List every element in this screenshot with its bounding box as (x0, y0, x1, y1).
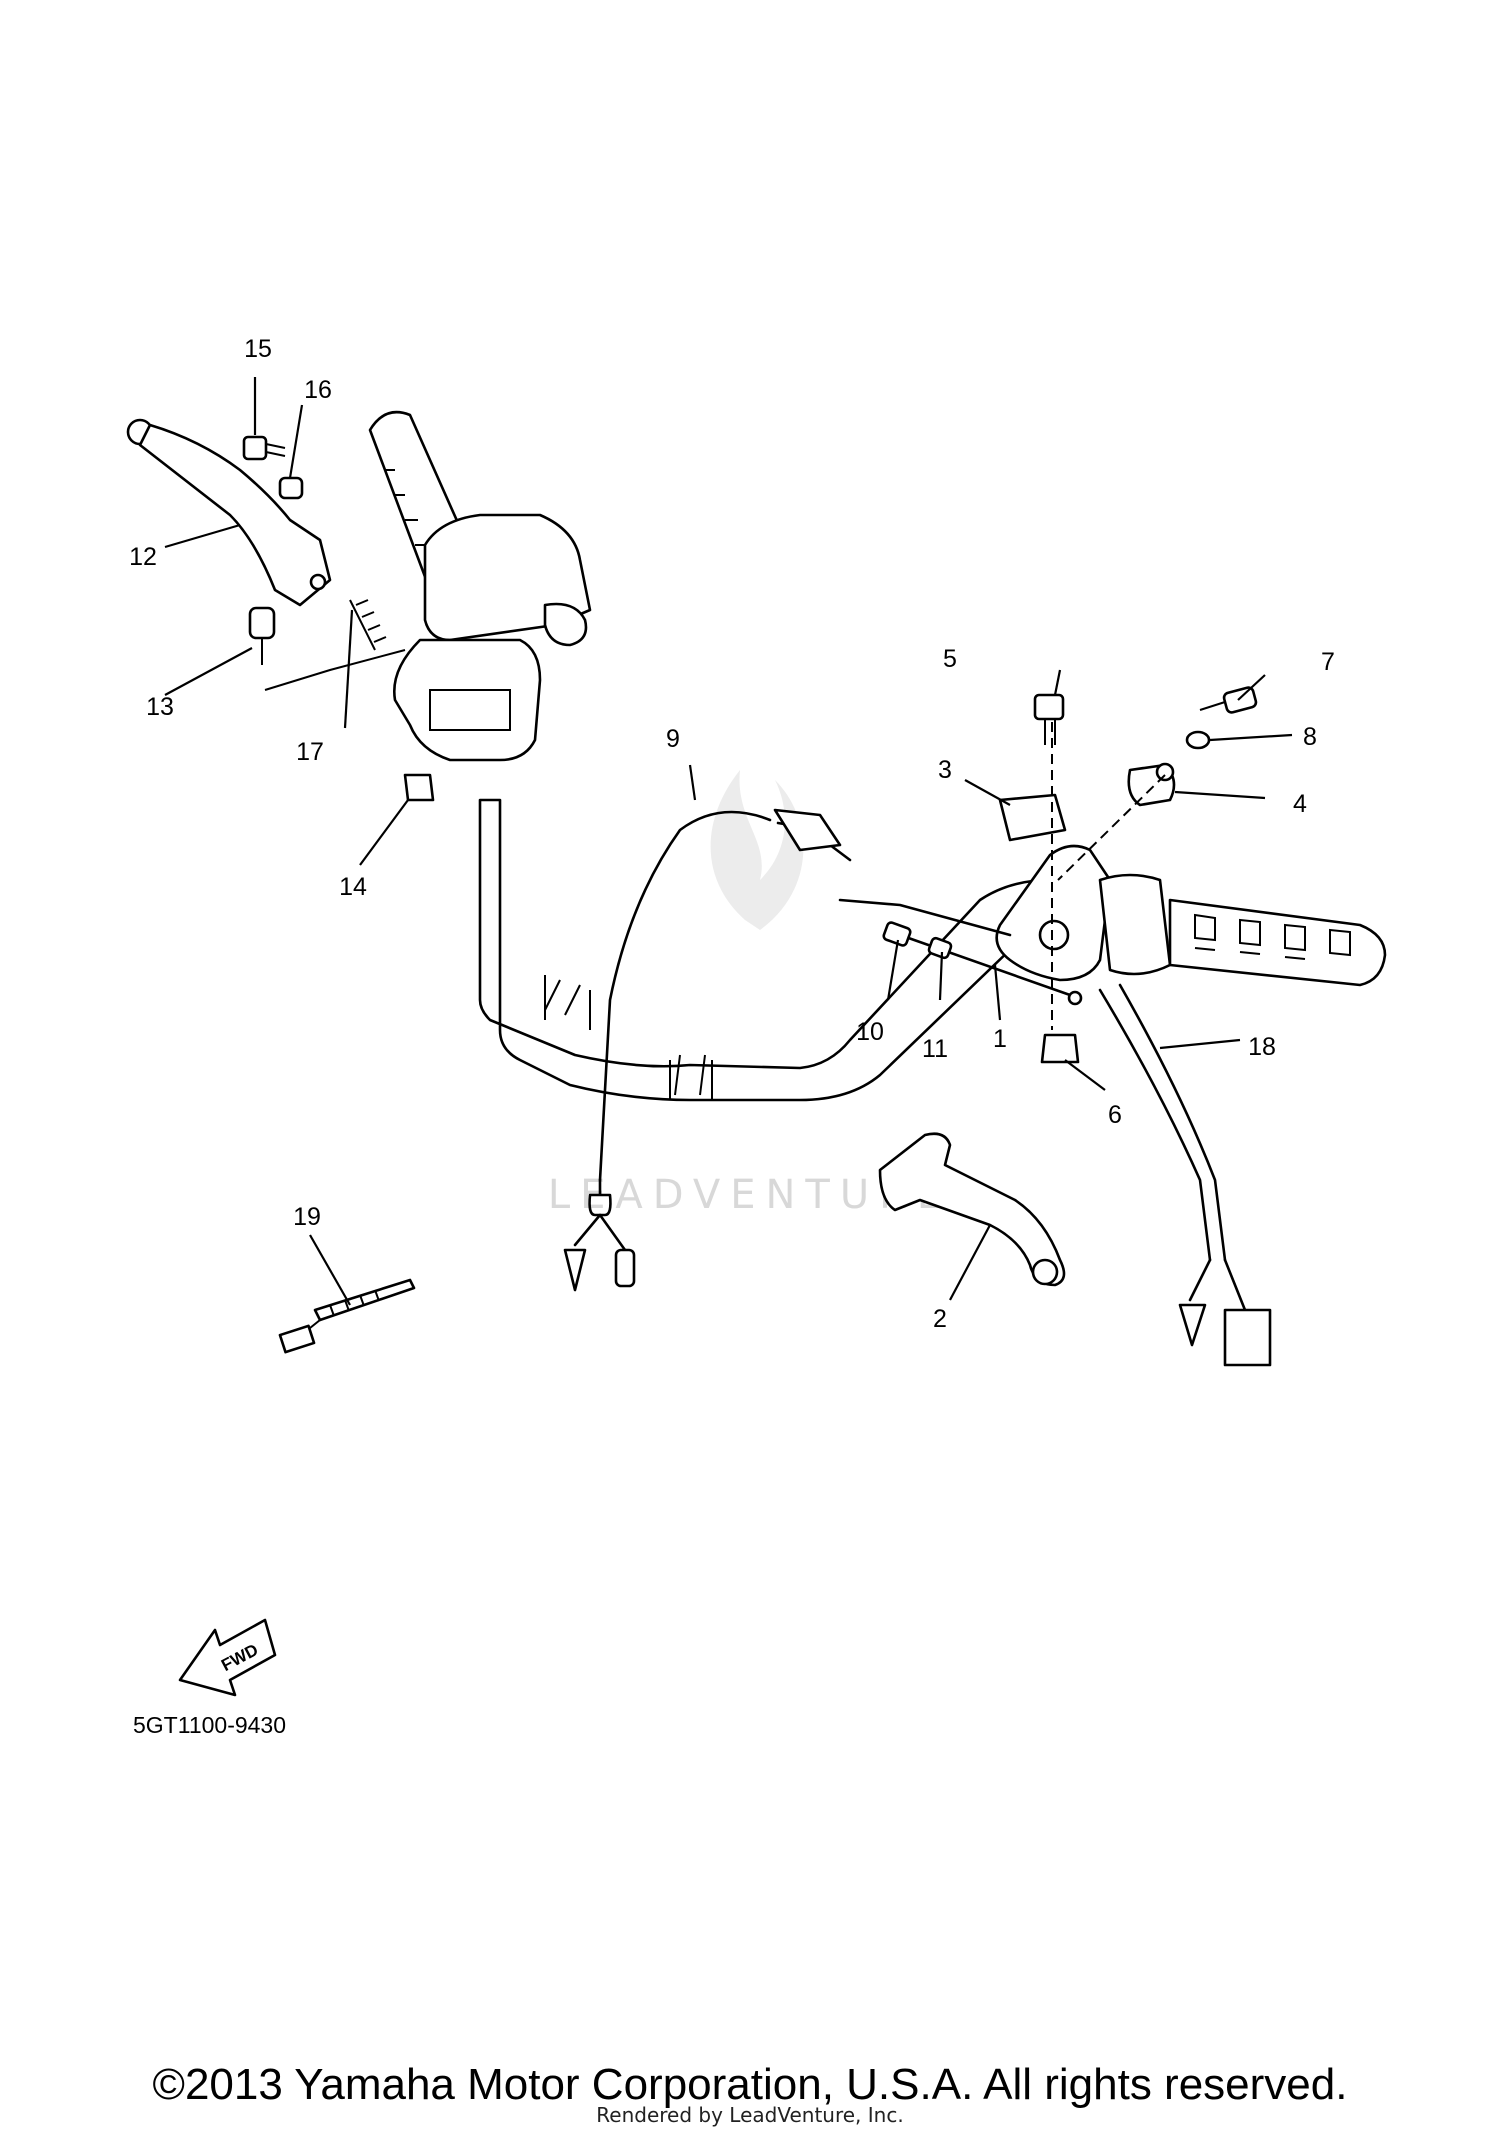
cable-tie (278, 1278, 416, 1354)
right-small-parts (998, 686, 1258, 1064)
fwd-arrow-icon: FWD (178, 1618, 277, 1697)
callout-1: 1 (993, 1025, 1007, 1053)
callout-4: 4 (1293, 790, 1307, 818)
front-brake-lever (126, 418, 332, 607)
callout-6: 6 (1108, 1101, 1122, 1129)
right-switch-cable (1098, 983, 1272, 1367)
rear-brake-lever (878, 1132, 1066, 1287)
callout-14: 14 (339, 873, 367, 901)
adjuster-cable (838, 898, 1083, 1006)
callout-10: 10 (856, 1018, 884, 1046)
callout-5: 5 (943, 645, 957, 673)
callout-7: 7 (1321, 648, 1335, 676)
copyright-notice: ©2013 Yamaha Motor Corporation, U.S.A. A… (152, 2060, 1348, 2109)
callout-2: 2 (933, 1305, 947, 1333)
callout-11: 11 (922, 1035, 948, 1063)
callout-12: 12 (129, 543, 157, 571)
leader-lines (164, 377, 1293, 1306)
watermark-text: LEADVENTURE (548, 1172, 952, 1218)
rendered-by-notice: Rendered by LeadVenture, Inc. (596, 2103, 904, 2127)
callout-16: 16 (304, 376, 332, 404)
callout-13: 13 (146, 693, 174, 721)
callout-17: 17 (296, 738, 324, 766)
callout-9: 9 (666, 725, 680, 753)
left-grip-assembly (368, 410, 592, 762)
callout-19: 19 (293, 1203, 321, 1231)
callout-15: 15 (244, 335, 272, 363)
callout-8: 8 (1303, 723, 1317, 751)
callout-3: 3 (938, 756, 952, 784)
brake-switch-cable (563, 808, 852, 1292)
leadventure-watermark: LEADVENTURE (548, 770, 952, 1218)
right-grip-assembly (995, 844, 1387, 987)
callout-labels: 1 2 3 4 5 6 7 8 9 10 11 12 13 14 15 16 1… (129, 335, 1335, 1333)
callout-18: 18 (1248, 1033, 1276, 1061)
diagram-code: 5GT1100-9430 (133, 1712, 287, 1738)
